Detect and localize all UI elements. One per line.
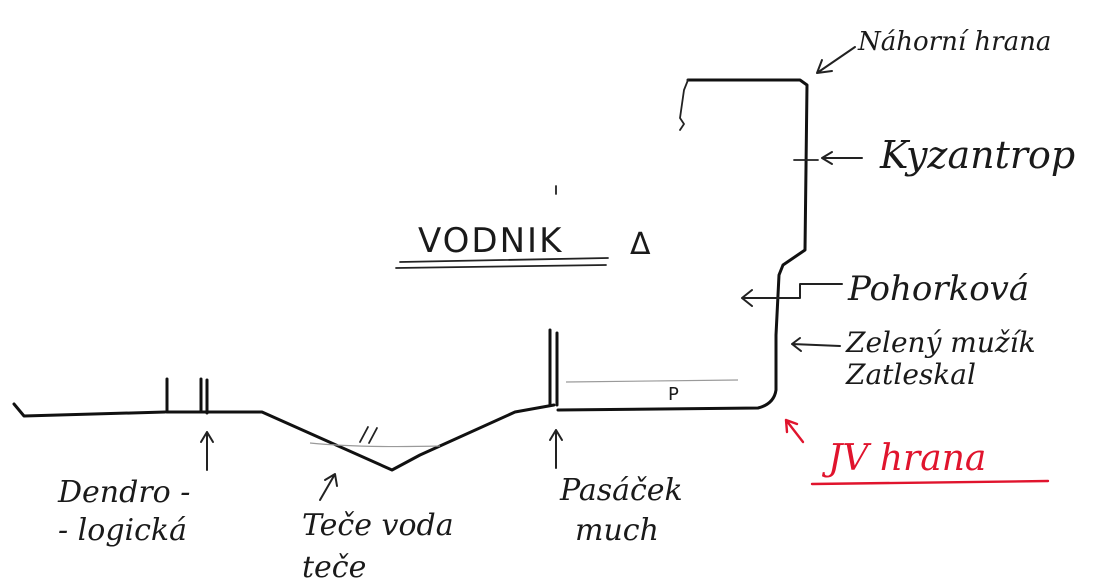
kyzantrop-arrow-icon — [821, 151, 863, 165]
jv-hrana-arrow-icon — [784, 418, 805, 444]
summit-triangle-icon: Δ — [630, 227, 653, 262]
terrace-line — [556, 78, 809, 412]
ground-line-mid — [165, 403, 556, 472]
label-logicka: - logická — [58, 513, 187, 548]
label-pohorkova: Pohorková — [847, 269, 1029, 309]
label-tece-voda: Teče voda — [302, 508, 454, 543]
ground-line-left — [12, 402, 167, 418]
terrace-faint-line — [565, 379, 739, 383]
pasacek-arrow-icon — [549, 429, 563, 469]
label-kyzantrop: Kyzantrop — [879, 133, 1075, 177]
tece-voda-route-marks — [359, 426, 378, 444]
label-zatleskal: Zatleskal — [845, 358, 976, 391]
pasacek-route-line — [548, 328, 559, 407]
label-pasacek: Pasáček — [559, 473, 683, 508]
label-zeleny-muzik: Zelený mužík — [845, 326, 1036, 359]
tece-voda-arrow-icon — [319, 473, 338, 501]
dendrologicka-arrow-icon — [200, 431, 214, 471]
nahorni-hrana-arrow-icon — [816, 46, 856, 74]
zeleny-muzik-arrow-icon — [791, 337, 841, 352]
plateau-lip — [679, 79, 689, 131]
dendrologicka-route-line — [165, 377, 209, 415]
page-title: VODNIK — [418, 221, 563, 261]
title-underline — [395, 257, 609, 269]
parking-mark: P — [668, 384, 681, 405]
label-much: much — [575, 513, 659, 548]
rock-profile — [12, 78, 819, 472]
label-tece: teče — [302, 550, 366, 585]
label-jv-hrana: JV hrana — [821, 438, 986, 479]
water-line — [309, 442, 441, 448]
label-nahorni-hrana: Náhorní hrana — [857, 27, 1051, 57]
label-dendro: Dendro - — [57, 475, 190, 510]
pohorkova-arrow-icon — [741, 283, 843, 307]
jv-hrana-underline — [810, 479, 1050, 486]
